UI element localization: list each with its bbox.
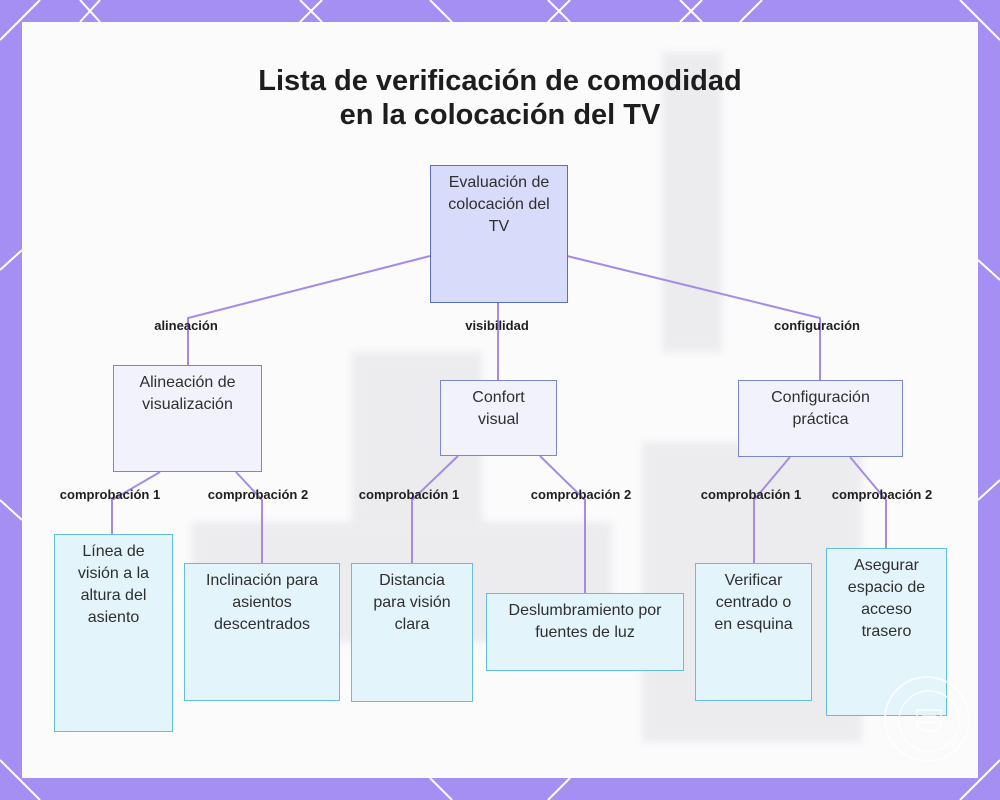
node-label: Línea de visión a la altura del asiento — [77, 543, 150, 626]
page-title: Lista de verificación de comodidad en la… — [0, 64, 1000, 132]
edge-label-check2: comprobación 2 — [831, 487, 933, 502]
node-label: Asegurar espacio de acceso trasero — [847, 557, 926, 640]
node-alineacion-visualizacion: Alineación de visualización — [113, 365, 262, 472]
edge-visual-check2 — [539, 455, 586, 593]
title-line-2: en la colocación del TV — [339, 99, 661, 131]
node-label: Deslumbramiento por fuentes de luz — [508, 602, 662, 641]
background-photo-block — [662, 52, 722, 352]
node-label: Inclinación para asientos descentrados — [205, 572, 319, 633]
node-confort-visual: Confort visual — [440, 380, 557, 456]
node-label: Verificar centrado o en esquina — [714, 572, 793, 633]
node-label: Alineación de visualización — [139, 374, 236, 413]
node-linea-de-vision: Línea de visión a la altura del asiento — [54, 534, 173, 732]
edge-label-check1: comprobación 1 — [358, 487, 460, 502]
edge-alineacion-check2 — [235, 471, 263, 563]
node-label: Configuración práctica — [771, 389, 870, 428]
node-configuracion-practica: Configuración práctica — [738, 380, 903, 457]
node-verificar-centrado: Verificar centrado o en esquina — [695, 563, 812, 701]
edge-label-visibilidad: visibilidad — [465, 318, 529, 333]
edge-config-check2 — [849, 456, 887, 548]
edge-label-alineacion: alineación — [154, 318, 218, 333]
watermark-badge — [884, 676, 970, 762]
edge-root-alineacion — [187, 255, 431, 365]
edge-root-configuracion — [566, 255, 821, 380]
edge-label-check1: comprobación 1 — [59, 487, 161, 502]
edge-alineacion-check1 — [111, 471, 161, 534]
node-distancia: Distancia para visión clara — [351, 563, 473, 702]
edge-label-check1: comprobación 1 — [700, 487, 802, 502]
title-line-1: Lista de verificación de comodidad — [258, 65, 742, 97]
edge-label-configuracion: configuración — [774, 318, 860, 333]
node-root-label: Evaluación de colocación del TV — [448, 174, 550, 235]
node-label: Distancia para visión clara — [373, 572, 451, 633]
edge-config-check1 — [753, 456, 791, 563]
shield-icon — [898, 690, 960, 752]
edge-visual-check1 — [411, 455, 459, 563]
node-deslumbramiento: Deslumbramiento por fuentes de luz — [486, 593, 684, 671]
node-label: Confort visual — [472, 389, 525, 428]
node-root: Evaluación de colocación del TV — [430, 165, 568, 303]
node-inclinacion: Inclinación para asientos descentrados — [184, 563, 340, 701]
edge-label-check2: comprobación 2 — [530, 487, 632, 502]
edge-label-check2: comprobación 2 — [207, 487, 309, 502]
